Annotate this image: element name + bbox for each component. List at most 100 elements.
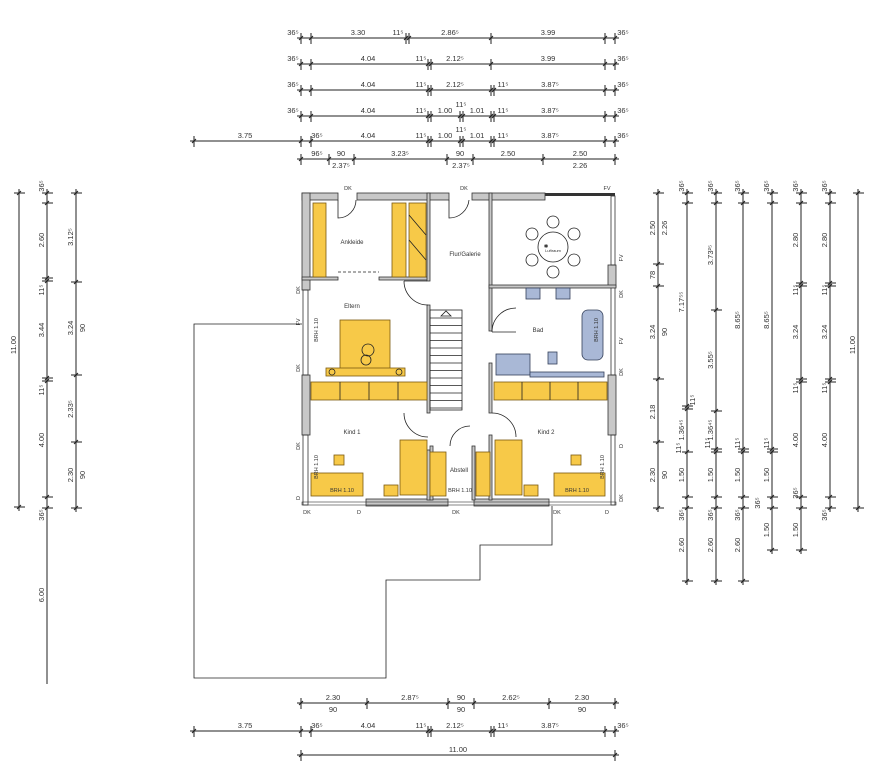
window-label: D [619, 444, 625, 448]
wardrobe-kind2 [493, 381, 608, 401]
dimension-tick [298, 752, 304, 758]
dimension-label: 3.73²⁵ [706, 245, 715, 265]
dimension-label: 11⁵ [791, 285, 800, 296]
window-label: DK [619, 368, 625, 376]
dimension-tick [827, 376, 833, 382]
dimension-label: 36⁵ [287, 106, 298, 115]
dimension-tick [655, 505, 661, 511]
dimension-label: 36⁵ [617, 131, 628, 140]
dimension-label: 90 [78, 324, 87, 332]
wall-left-top [301, 192, 311, 291]
dimension-label: 11.00 [9, 336, 18, 354]
dimension-tick [713, 578, 719, 584]
dimension-label: 96⁵ [311, 149, 322, 158]
dimension-label: 90 [457, 705, 465, 714]
dimension-tick [298, 35, 304, 41]
wall-ankleide-eltern-b [378, 276, 430, 281]
dimension-tick [470, 156, 476, 162]
dimension-label: 3.24 [66, 321, 75, 336]
dimension-tick [44, 275, 50, 281]
dimension-tick [491, 138, 497, 144]
brh-label: BRH 1.10 [600, 455, 606, 479]
dimension-label: 36⁵ [617, 54, 628, 63]
dimension-tick [73, 505, 79, 511]
dimension-tick [798, 376, 804, 382]
wall-right-top [607, 264, 617, 288]
dimension-label: 4.04 [361, 80, 376, 89]
room-label-kind2: Kind 2 [537, 430, 555, 436]
dimension-tick [308, 35, 314, 41]
window-label: D [605, 510, 609, 516]
dimension-tick [298, 156, 304, 162]
dimension-tick [491, 87, 497, 93]
dimension-label: 1.50 [791, 523, 800, 538]
dimension-label: 1.00 [438, 106, 453, 115]
dimension-tick [769, 449, 775, 455]
brh-label: BRH 1.10 [314, 455, 320, 479]
dimension-tick [191, 728, 197, 734]
dimension-tick [684, 200, 690, 206]
dimension-tick [713, 307, 719, 313]
dimension-tick [308, 87, 314, 93]
dimension-label: 3.24 [791, 325, 800, 340]
dimension-tick [308, 138, 314, 144]
brh-label: BRH 1.10 [565, 488, 589, 494]
dimension-label: 36⁵ [677, 180, 686, 191]
window-label: DK [296, 364, 302, 372]
dimension-tick [73, 439, 79, 445]
dimension-label: 11⁵ [37, 385, 46, 396]
window-label: DK [553, 510, 561, 516]
dimension-label: 4.04 [361, 54, 376, 63]
dimension-tick [855, 505, 861, 511]
room-label-kind1: Kind 1 [343, 430, 361, 436]
dimension-label: 1.00 [438, 131, 453, 140]
dimension-tick [444, 156, 450, 162]
dimension-tick [298, 700, 304, 706]
dimension-label: 36⁵ [37, 180, 46, 191]
bathroom-fixtures [495, 287, 605, 378]
dimension-tick [612, 61, 618, 67]
window-label: DK [344, 186, 352, 192]
dimension-label: 11⁵ [498, 80, 509, 89]
brh-label: BRH 1.10 [314, 318, 320, 342]
wall-top-right [471, 192, 546, 201]
window-label: FV [603, 186, 610, 192]
wall-left-mid [301, 374, 311, 436]
dimension-tick [798, 283, 804, 289]
dimension-label: 2.50 [648, 221, 657, 236]
window-label: DK [619, 290, 625, 298]
dimension-tick [769, 547, 775, 553]
dimension-label: 2.80 [791, 233, 800, 248]
dimension-tick [740, 505, 746, 511]
brh-label: BRH 1.10 [594, 318, 600, 342]
dimension-tick [713, 505, 719, 511]
dimension-tick [298, 138, 304, 144]
dimension-label: 4.04 [361, 106, 376, 115]
dimension-tick [298, 113, 304, 119]
wardrobe-ankleide [312, 202, 427, 278]
dimension-label: 3.24 [820, 325, 829, 340]
dimension-tick [855, 190, 861, 196]
dimension-tick [488, 35, 494, 41]
dimension-label: 3.12⁵ [66, 228, 75, 246]
window-label: DK [460, 186, 468, 192]
dimension-label: 90 [329, 705, 337, 714]
dimension-tick [612, 113, 618, 119]
dimension-tick [713, 200, 719, 206]
dimension-tick [798, 505, 804, 511]
terrace-outline [193, 323, 553, 679]
dimension-tick [351, 156, 357, 162]
dimension-label: 11⁵ [416, 131, 427, 140]
wall-bottom-right [473, 498, 550, 507]
dimension-tick [428, 728, 434, 734]
dimension-tick [16, 504, 22, 510]
dimension-label: 2.60 [733, 538, 742, 553]
wall-bottom-left [365, 498, 449, 507]
luftraum-star-icon: ✱ [544, 243, 549, 250]
dimension-label: 3.99 [541, 28, 556, 37]
room-label-bad: Bad [533, 328, 544, 334]
dimension-tick [428, 61, 434, 67]
dimension-label: 36⁵ [791, 180, 800, 191]
window-label: DK [303, 510, 311, 516]
dimension-tick [684, 449, 690, 455]
